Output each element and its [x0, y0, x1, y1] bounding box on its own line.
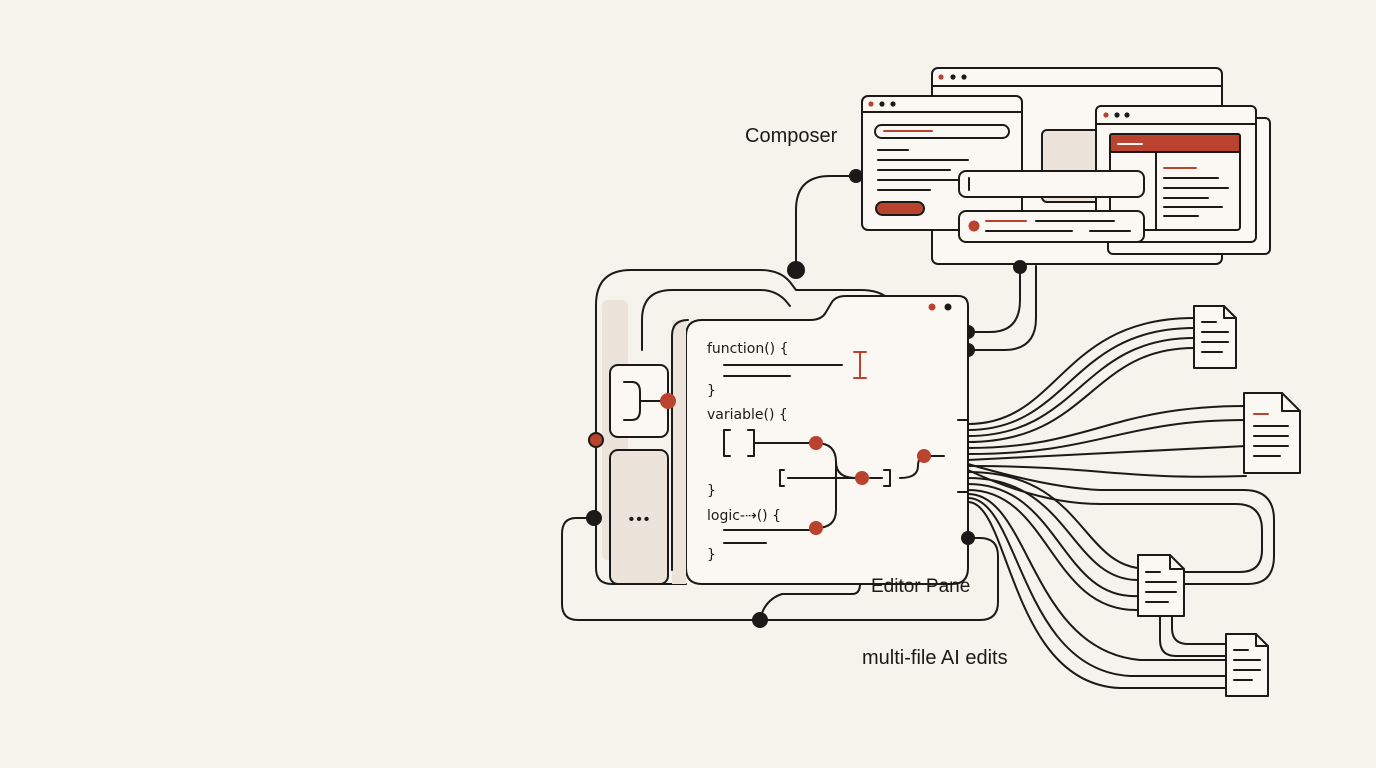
file-3[interactable]	[1137, 554, 1185, 617]
extensions-panel[interactable]: •••	[609, 449, 669, 585]
editor-cluster: function() { } variable() { } logic-⇢() …	[561, 261, 999, 628]
file-1[interactable]	[1193, 305, 1237, 369]
window-menu-icon[interactable]	[944, 303, 952, 311]
composer-submit-button[interactable]	[875, 201, 925, 216]
window-close-icon[interactable]	[928, 303, 936, 311]
file-4[interactable]	[1225, 633, 1269, 697]
composer-label: Composer	[745, 125, 838, 147]
code-line-close-3: }	[707, 547, 716, 563]
composer-prompt-input[interactable]	[874, 124, 1010, 139]
more-options-icon[interactable]: •••	[629, 511, 652, 528]
code-line-close-1: }	[707, 383, 716, 399]
composer-window-right[interactable]	[1095, 105, 1271, 255]
code-line-variable: variable() {	[707, 407, 788, 423]
composer-input-bar[interactable]	[958, 170, 1145, 198]
text-cursor-icon	[853, 351, 867, 379]
code-line-logic: logic-⇢() {	[707, 508, 781, 524]
file-2[interactable]	[1243, 392, 1301, 474]
code-line-function: function() {	[707, 341, 788, 357]
branch-panel[interactable]	[609, 364, 669, 438]
wire-bundle	[957, 317, 1275, 689]
multi-file-label: multi-file AI edits	[862, 647, 1008, 669]
editor-pane-label: Editor Pane	[871, 576, 970, 597]
composer-cluster: Composer	[745, 67, 1271, 265]
git-branch-icon	[623, 381, 661, 421]
editor-window[interactable]: function() { } variable() { } logic-⇢() …	[671, 295, 969, 585]
code-line-close-2: }	[707, 483, 716, 499]
composer-window-front[interactable]	[861, 95, 1023, 231]
composer-suggestion-bar[interactable]	[958, 210, 1145, 243]
